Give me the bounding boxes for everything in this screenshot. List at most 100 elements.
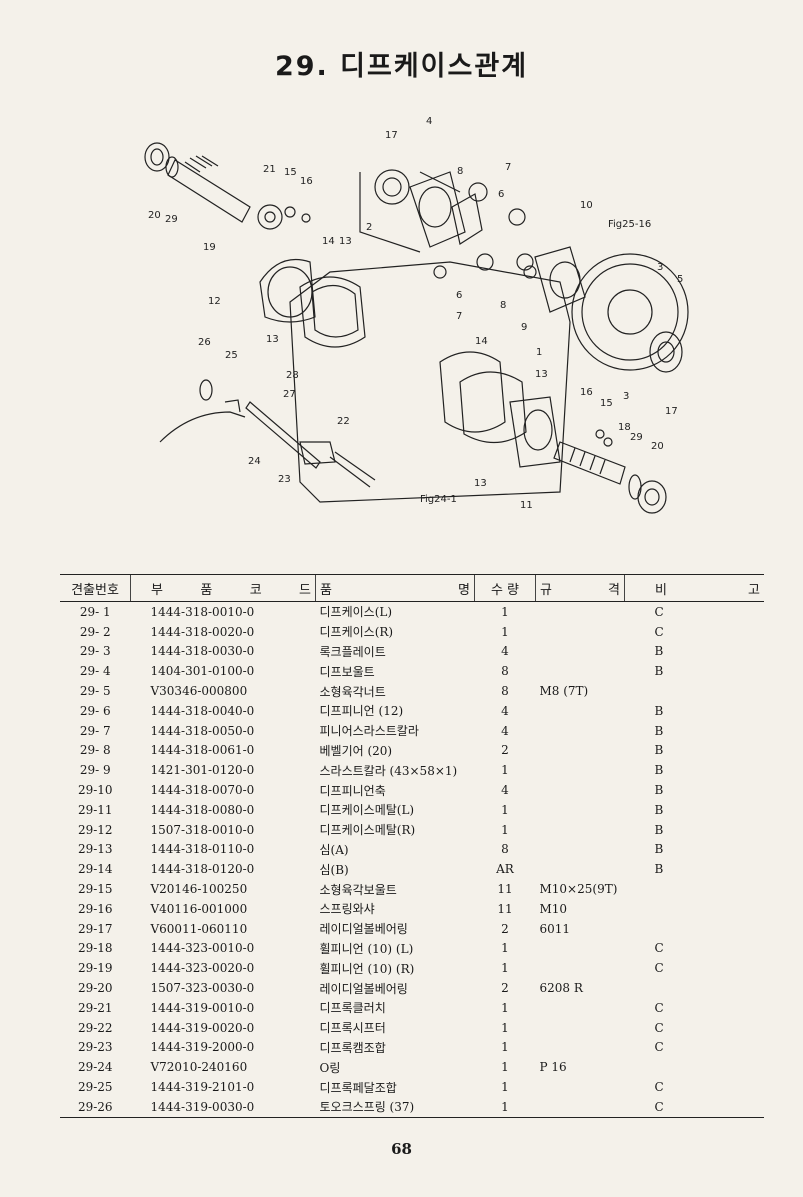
- part-spec: 6208 R: [539, 981, 583, 996]
- svg-text:4: 4: [426, 116, 432, 127]
- part-number: 29-24: [77, 1060, 113, 1075]
- part-quantity: 1: [501, 1080, 509, 1095]
- part-note: [625, 978, 765, 998]
- part-quantity: 1: [501, 1000, 509, 1015]
- svg-text:15: 15: [600, 398, 613, 409]
- svg-text:16: 16: [580, 387, 593, 398]
- part-note: B: [654, 763, 664, 778]
- part-code: 1444-318-0120-0: [150, 862, 255, 877]
- part-spec: [536, 840, 625, 860]
- part-spec: [536, 958, 625, 978]
- part-number: 29- 9: [79, 763, 111, 778]
- part-quantity: 2: [501, 981, 509, 996]
- part-name: 디프록페달조합: [319, 1080, 397, 1095]
- part-number: 29-23: [77, 1040, 113, 1055]
- header-name: 품 명: [315, 574, 475, 602]
- part-quantity: AR: [496, 862, 514, 877]
- part-note: C: [654, 1040, 664, 1055]
- parts-table: 견출번호 부 품 코 드 품 명 수 량 규 격: [60, 574, 764, 1118]
- part-spec: M8 (7T): [539, 684, 589, 699]
- svg-text:8: 8: [457, 166, 463, 177]
- part-quantity: 8: [501, 664, 509, 679]
- header-code: 부 품 코 드: [130, 574, 316, 602]
- part-spec: M10: [539, 901, 568, 916]
- part-number: 29-17: [77, 921, 113, 936]
- part-name: 디프피니언축: [319, 783, 386, 798]
- part-number: 29- 7: [79, 723, 111, 738]
- part-name: O링: [319, 1060, 341, 1075]
- part-spec: [536, 939, 625, 959]
- part-note: B: [654, 842, 664, 857]
- header-spec: 규 격: [535, 574, 625, 602]
- part-code: 1444-319-0030-0: [130, 1096, 316, 1118]
- svg-text:2: 2: [366, 222, 372, 233]
- part-code: 1444-318-0080-0: [150, 802, 255, 817]
- part-code: 1444-318-0110-0: [150, 842, 255, 857]
- header-code-1: 부: [151, 582, 163, 598]
- svg-text:29: 29: [165, 214, 178, 225]
- part-quantity: 1: [501, 941, 509, 956]
- header-qty: 수 량: [474, 574, 536, 602]
- part-quantity: 8: [501, 842, 509, 857]
- part-code: 1444-318-0030-0: [150, 644, 255, 659]
- svg-text:25: 25: [225, 350, 238, 361]
- part-name: 심(B): [319, 862, 349, 877]
- part-number: 29-14: [77, 862, 113, 877]
- part-note: C: [654, 604, 664, 619]
- part-spec: [536, 800, 625, 820]
- part-quantity: 2: [501, 743, 509, 758]
- svg-text:23: 23: [278, 474, 291, 485]
- svg-text:13: 13: [535, 369, 548, 380]
- part-number: 29- 8: [79, 743, 111, 758]
- header-note: 비 고: [624, 574, 764, 602]
- part-name: 디프케이스(R): [319, 625, 394, 640]
- part-name: 피니어스라스트칼라: [319, 724, 419, 739]
- part-name: 베벨기어 (20): [319, 743, 393, 758]
- part-note: B: [654, 723, 664, 738]
- svg-text:6: 6: [498, 189, 504, 200]
- part-quantity: 1: [501, 604, 509, 619]
- part-note: B: [654, 783, 664, 798]
- part-spec: M10×25(9T): [539, 882, 618, 897]
- part-name: 디프록캠조합: [319, 1040, 386, 1055]
- part-spec: [536, 602, 625, 622]
- part-code: 1444-318-0010-0: [150, 604, 255, 619]
- part-quantity: 1: [501, 1060, 509, 1075]
- part-spec: [536, 721, 625, 741]
- part-spec: [536, 1018, 625, 1038]
- part-quantity: 4: [501, 644, 509, 659]
- svg-text:21: 21: [263, 164, 276, 175]
- part-number: 29-21: [77, 1000, 113, 1015]
- svg-text:29: 29: [630, 432, 643, 443]
- svg-text:20: 20: [651, 441, 664, 452]
- part-quantity: 1: [501, 763, 509, 778]
- part-note: B: [654, 822, 664, 837]
- part-spec: [536, 760, 625, 780]
- part-code: V60011-060110: [150, 921, 248, 936]
- part-number: 29- 2: [79, 624, 111, 639]
- part-quantity: 1: [501, 624, 509, 639]
- part-name: 심(A): [319, 842, 349, 857]
- part-spec: [536, 1077, 625, 1097]
- svg-text:6: 6: [456, 290, 462, 301]
- part-name: 휠피니언 (10) (L): [319, 941, 414, 956]
- header-note-2: 고: [748, 582, 760, 598]
- header-name-1: 품: [320, 582, 332, 598]
- svg-text:14: 14: [322, 236, 335, 247]
- svg-text:5: 5: [677, 274, 683, 285]
- part-code: V30346-000800: [150, 684, 248, 699]
- part-note: B: [654, 743, 664, 758]
- part-note: C: [654, 1080, 664, 1095]
- part-name: 디프케이스메탈(R): [319, 823, 416, 838]
- part-quantity: 1: [501, 802, 509, 817]
- part-name: 디프피니언 (12): [319, 704, 404, 719]
- part-note: [625, 1057, 765, 1077]
